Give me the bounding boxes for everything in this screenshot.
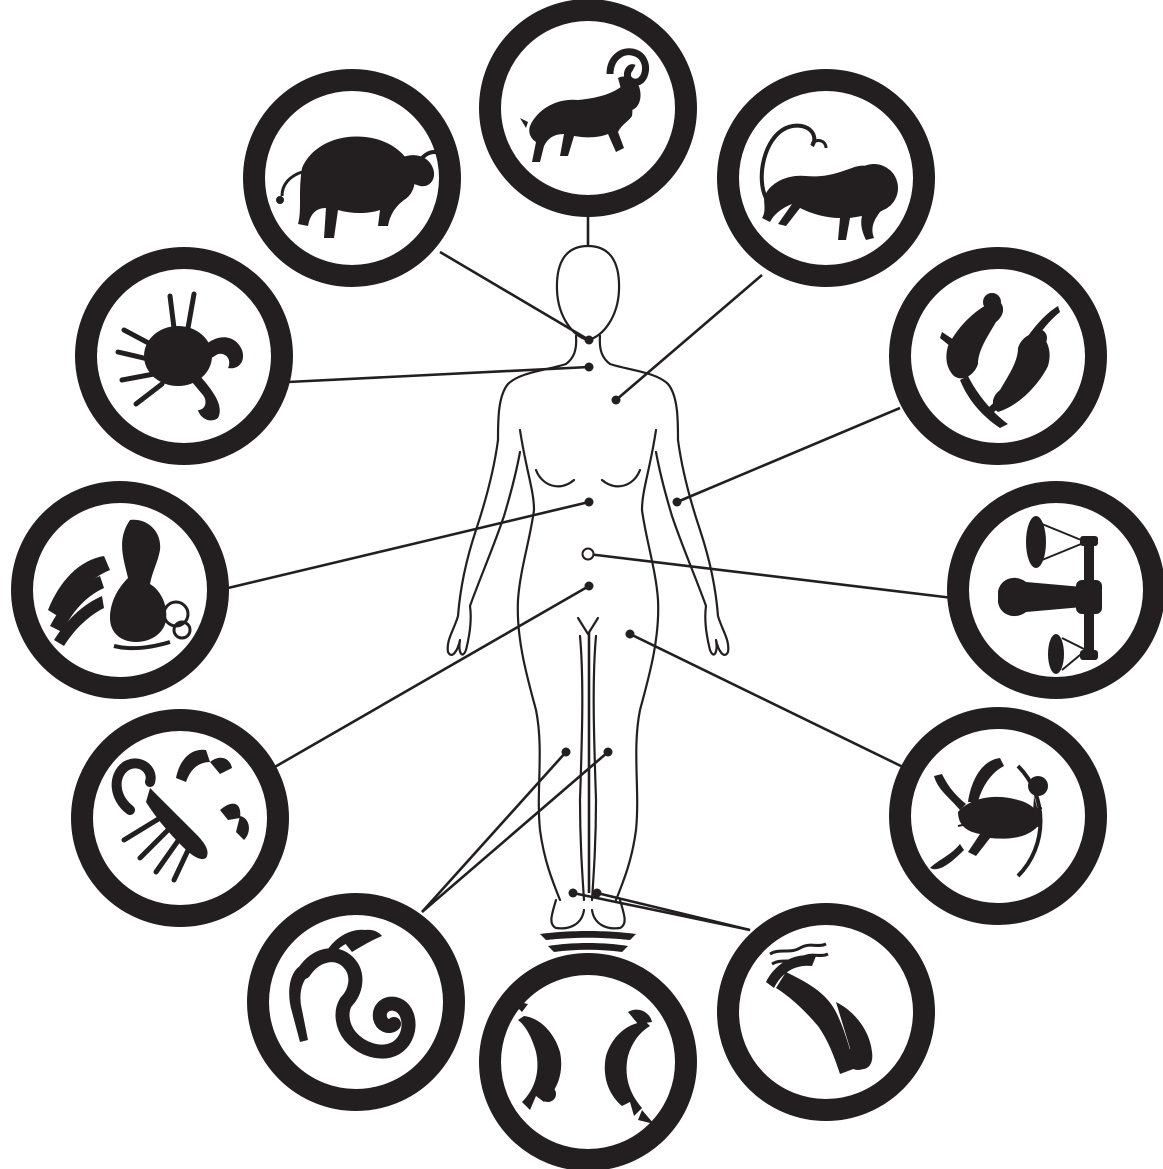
point-knee-left <box>562 748 571 757</box>
medallion-sagittarius <box>900 718 1096 914</box>
right-arm <box>656 440 728 655</box>
connector-taurus <box>440 252 589 340</box>
connector-libra <box>588 554 953 598</box>
point-ankle-left <box>569 889 578 898</box>
point-groin <box>585 582 594 591</box>
connector-lines <box>228 214 953 930</box>
left-foot <box>551 900 584 928</box>
connector-aquarius-2 <box>597 893 750 930</box>
crotch <box>578 618 598 634</box>
connector-virgo <box>228 502 589 588</box>
medallion-capricorn <box>258 904 454 1100</box>
point-neck <box>585 336 594 345</box>
torso-right <box>616 430 658 900</box>
medallion-leo <box>728 80 924 276</box>
point-abdomen <box>585 498 594 507</box>
connector-leo <box>616 275 762 400</box>
point-ankle-right <box>593 889 602 898</box>
neck-right <box>600 336 678 440</box>
feet-base <box>540 931 636 952</box>
medallion-pisces <box>490 964 686 1160</box>
point-arm <box>673 498 682 507</box>
medallion-gemini <box>900 258 1096 454</box>
left-arm <box>448 440 520 655</box>
torso-left <box>518 430 560 900</box>
medallion-aquarius <box>728 914 924 1110</box>
connector-sagittarius <box>630 634 905 768</box>
inner-left-leg <box>580 636 584 900</box>
medallion-cancer <box>86 258 282 454</box>
right-breast <box>602 470 640 486</box>
point-lower-back <box>583 549 594 560</box>
point-chest <box>585 363 594 372</box>
left-breast <box>536 470 574 486</box>
medallion-taurus <box>254 80 450 276</box>
medallion-libra <box>958 492 1154 688</box>
connector-scorpio <box>273 586 589 768</box>
medallion-aries <box>490 10 686 206</box>
connector-capricorn-1 <box>422 752 566 912</box>
medallion-virgo <box>22 492 218 688</box>
connector-gemini <box>677 408 900 502</box>
point-thigh <box>626 630 635 639</box>
point-heart <box>612 396 621 405</box>
point-knee-right <box>604 748 613 757</box>
medallion-scorpio <box>82 720 278 916</box>
neck-left <box>498 336 576 440</box>
inner-right-leg <box>592 636 596 900</box>
right-foot <box>592 900 625 928</box>
